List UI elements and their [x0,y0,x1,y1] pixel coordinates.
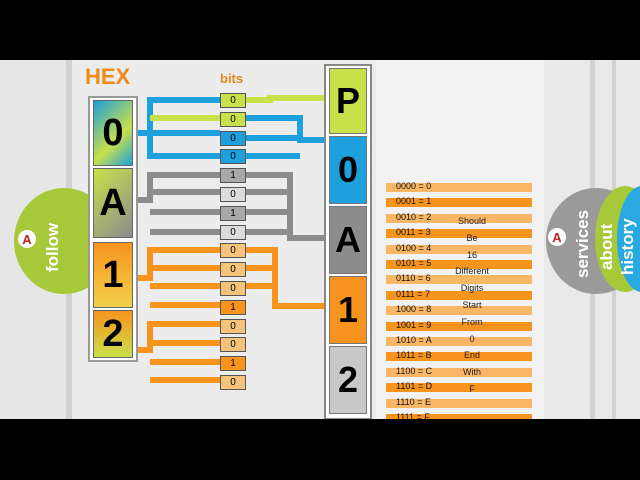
result-char-1: 0 [329,136,367,204]
wire [134,247,220,308]
result-char-2: A [329,206,367,274]
table-word: From [461,316,483,327]
wire [134,172,220,235]
table-row-label: 1010 = A [396,335,432,345]
stage: A follow A services about history HEX bi… [0,60,640,419]
table-row-label: 1011 = B [396,350,432,361]
bit-cell: 1 [220,356,246,372]
table-row: 0101 = 5 [386,258,532,269]
bit-cell: 1 [220,205,246,221]
table-row: 1011 = B [386,350,532,362]
wire [246,247,324,309]
table-word: With [463,367,481,378]
bit-cell: 0 [220,187,246,202]
table-row: 0100 = 4 [386,242,532,254]
bit-cell: 0 [220,337,246,353]
table-row-label: 0110 = 6 [396,273,431,284]
bit-cell: 0 [220,149,246,165]
bit-cell: 0 [220,262,246,278]
result-char-4: 2 [329,346,367,414]
table-row-label: 1101 = D [396,381,433,392]
table-word: 0 [469,333,475,344]
table-row: 1111 = F [386,412,532,419]
table-row: 1001 = 9 [386,319,532,331]
wire [134,321,220,383]
table-row-label: 1001 = 9 [396,319,432,330]
history-tab[interactable] [617,186,640,292]
table-row: 0000 = 0 [386,181,532,192]
table-row-label: 1111 = F [396,412,430,419]
hex-table: 0000 = 0 0001 = 1 0010 = 2 0011 = 3 0100 = 4… [386,181,532,419]
hex-digit-1: A [93,168,133,238]
hex-digit-2: 1 [93,242,133,308]
table-row: 0110 = 6 [386,273,532,285]
wire [246,172,324,241]
table-row-label: 1100 = C [396,365,433,376]
table-row-label: 0000 = 0 [396,181,432,191]
table-row: 1010 = A [386,335,532,346]
table-row: 0111 = 7 [386,288,532,300]
bit-cell: 1 [220,168,246,184]
table-word: Different [455,266,489,277]
bit-cell: 1 [220,299,246,315]
table-word: Be [466,232,478,243]
table-row: 0001 = 1 [386,196,532,208]
bit-cell: 0 [220,224,246,240]
table-row-label: 0100 = 4 [396,242,432,253]
table-row-label: 0111 = 7 [396,288,430,299]
table-word: Start [462,300,482,310]
wire [246,95,324,103]
table-row-label: 0011 = 3 [396,227,431,238]
wire [147,130,220,159]
table-row-label: 1000 = 8 [396,304,432,315]
result-char-3: 1 [329,276,367,344]
bit-cell: 0 [220,243,246,259]
table-row: 1101 = D [386,381,532,393]
result-char-0: P [329,68,367,134]
table-word: End [463,350,480,361]
bit-cell: 0 [220,281,246,296]
table-word: 16 [466,249,477,260]
hex-title: HEX [85,64,131,89]
bit-cell: 0 [220,130,246,146]
table-row: 1000 = 8 [386,304,532,316]
logo-icon: A [18,230,36,248]
table-word: Digits [460,283,484,294]
logo-icon: A [548,228,566,246]
hex-input-column: 0 A 1 2 [88,96,138,362]
hex-digit-3: 2 [93,310,133,358]
table-row-label: 0010 = 2 [396,211,432,222]
table-row-label: 1110 = E [396,396,431,407]
table-row-label: 0101 = 5 [396,258,432,268]
bit-cell: 0 [220,375,246,390]
table-row: 0011 = 3 [386,227,532,239]
bit-cell: 0 [220,111,246,127]
bit-wiring [134,95,324,383]
bit-cell: 0 [220,93,246,108]
hex-digit-0: 0 [93,100,133,166]
result-column: P 0 A 1 2 [324,64,372,419]
bit-cell: 0 [220,318,246,334]
table-row: 1110 = E [386,396,532,408]
bits-title: bits [220,71,244,86]
table-word: Should [457,216,487,226]
table-row: 1100 = C [386,365,532,377]
table-row: 0010 = 2 [386,211,532,223]
table-row-label: 0001 = 1 [396,196,432,207]
table-word: F [469,384,475,394]
wire [246,115,324,159]
